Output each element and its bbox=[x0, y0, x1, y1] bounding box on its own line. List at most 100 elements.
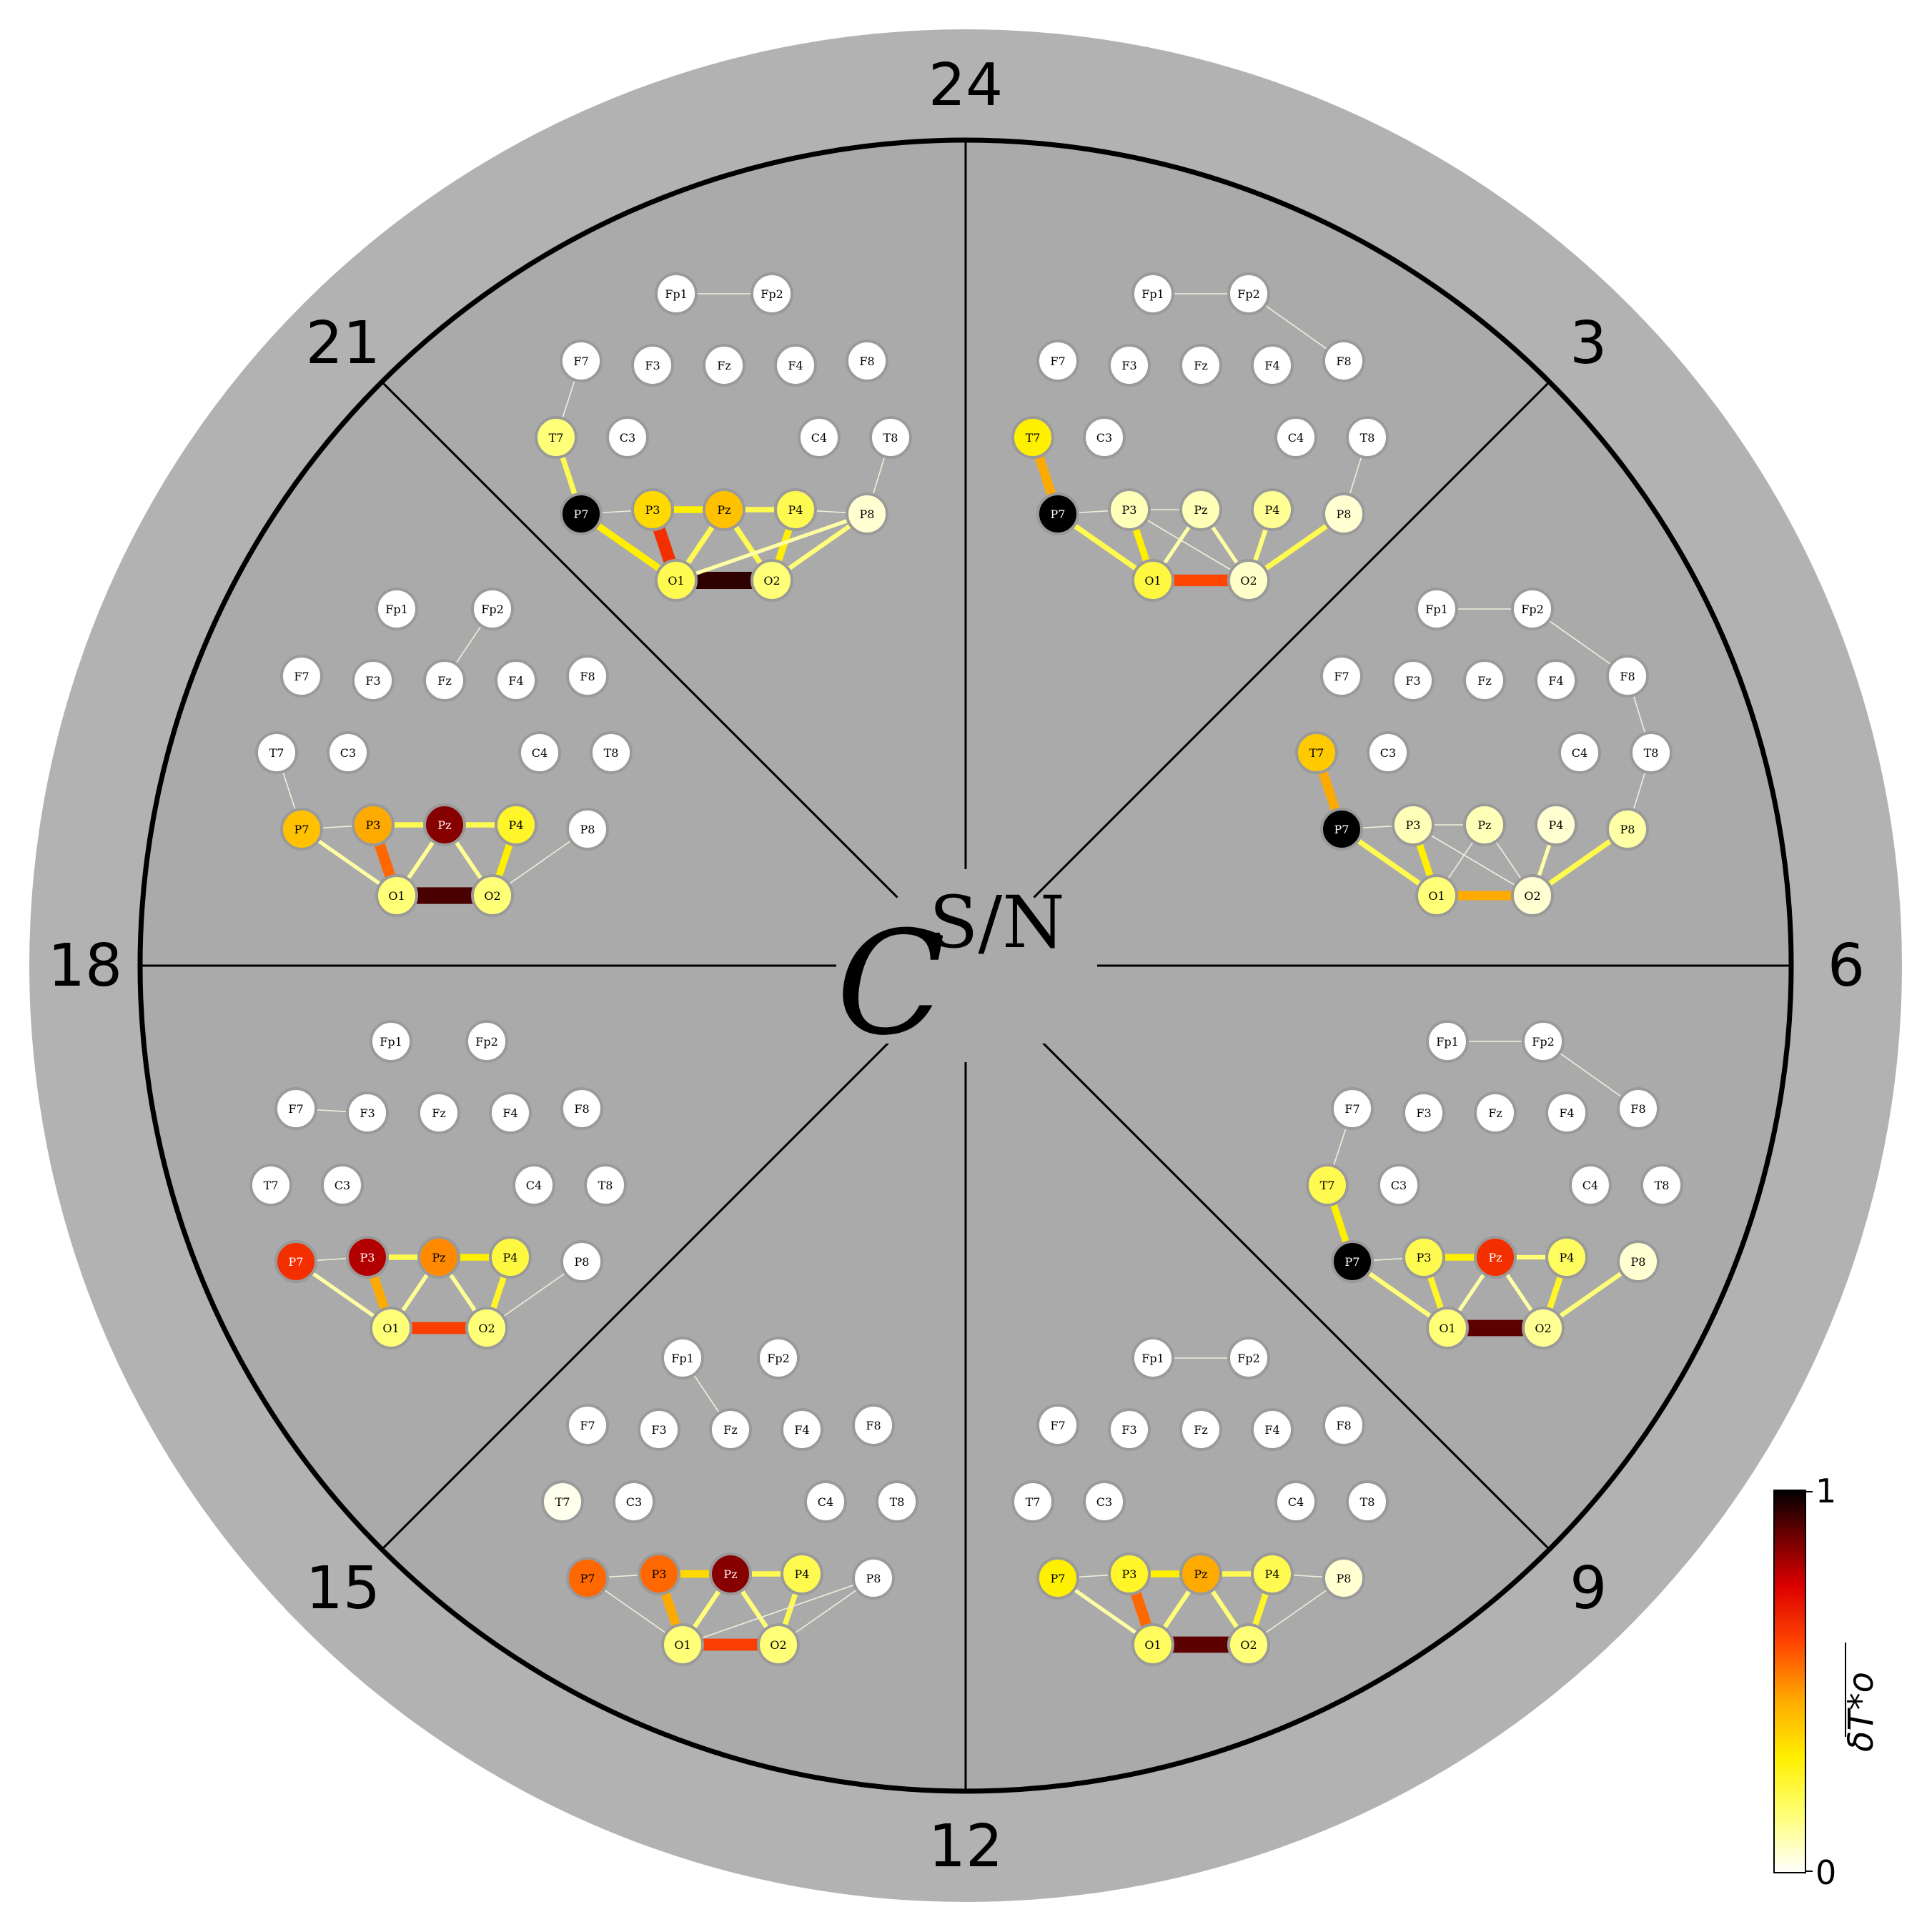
node-label-F8: F8 bbox=[580, 670, 595, 683]
node-label-T7: T7 bbox=[1026, 431, 1041, 445]
node-P4 bbox=[1545, 1236, 1588, 1279]
node-label-Fp2: Fp2 bbox=[1237, 1352, 1260, 1365]
node-Pz bbox=[1179, 488, 1222, 531]
node-label-P7: P7 bbox=[294, 823, 309, 836]
node-label-F8: F8 bbox=[1620, 670, 1635, 683]
node-label-F7: F7 bbox=[1050, 355, 1065, 368]
node-label-C4: C4 bbox=[1572, 746, 1587, 760]
node-P3 bbox=[1108, 488, 1151, 531]
node-F8 bbox=[566, 655, 609, 698]
edge-P8-O1 bbox=[682, 1577, 874, 1645]
node-label-P7: P7 bbox=[289, 1255, 304, 1269]
sector-divider bbox=[1033, 381, 1550, 898]
node-label-P8: P8 bbox=[580, 823, 595, 836]
node-label-P4: P4 bbox=[1560, 1251, 1575, 1264]
node-P8 bbox=[1606, 808, 1649, 851]
node-C4 bbox=[1569, 1164, 1612, 1207]
node-label-P7: P7 bbox=[1334, 823, 1349, 836]
node-label-F3: F3 bbox=[1121, 1423, 1136, 1437]
node-label-Fz: Fz bbox=[1488, 1106, 1502, 1120]
node-label-Fp1: Fp1 bbox=[665, 287, 688, 301]
node-T7 bbox=[1295, 731, 1338, 774]
node-label-C4: C4 bbox=[1288, 431, 1304, 445]
node-P8 bbox=[1322, 492, 1365, 535]
node-Fz bbox=[703, 344, 745, 387]
node-F4 bbox=[495, 659, 538, 702]
node-label-Fz: Fz bbox=[437, 674, 452, 688]
node-C3 bbox=[613, 1480, 655, 1523]
node-O1 bbox=[655, 559, 698, 602]
node-label-P4: P4 bbox=[795, 1567, 810, 1581]
sector-divider bbox=[381, 381, 898, 898]
node-label-Fp1: Fp1 bbox=[671, 1352, 694, 1365]
node-label-Fp1: Fp1 bbox=[385, 603, 408, 616]
hour-label: 6 bbox=[1828, 932, 1865, 1000]
node-label-F4: F4 bbox=[508, 674, 523, 688]
node-Fp1 bbox=[661, 1337, 704, 1379]
node-P7 bbox=[1320, 808, 1363, 851]
node-T8 bbox=[869, 416, 912, 459]
node-label-P3: P3 bbox=[652, 1567, 667, 1581]
node-label-C4: C4 bbox=[811, 431, 827, 445]
node-label-C3: C3 bbox=[1380, 746, 1396, 760]
node-label-O1: O1 bbox=[1439, 1322, 1455, 1335]
node-O2 bbox=[465, 1307, 508, 1349]
edge-P8-O1 bbox=[675, 512, 868, 583]
node-F4 bbox=[1535, 659, 1577, 702]
node-label-P4: P4 bbox=[1265, 503, 1280, 517]
edge-P3-O2 bbox=[1129, 509, 1249, 581]
node-F7 bbox=[1036, 340, 1079, 382]
node-C4 bbox=[1274, 1480, 1317, 1523]
node-F4 bbox=[1251, 1408, 1294, 1451]
node-F3 bbox=[1108, 1408, 1151, 1451]
sector-divider bbox=[1033, 1033, 1550, 1550]
node-label-P8: P8 bbox=[1337, 507, 1352, 521]
node-Fp2 bbox=[757, 1337, 800, 1379]
node-label-P3: P3 bbox=[1406, 818, 1421, 832]
node-label-T7: T7 bbox=[1026, 1495, 1041, 1509]
node-C4 bbox=[518, 731, 561, 774]
node-P4 bbox=[495, 803, 538, 846]
node-C3 bbox=[1083, 1480, 1126, 1523]
node-Pz bbox=[1463, 803, 1506, 846]
node-label-T7: T7 bbox=[549, 431, 564, 445]
node-label-F3: F3 bbox=[360, 1106, 375, 1120]
node-label-F3: F3 bbox=[651, 1423, 666, 1437]
node-C3 bbox=[1367, 731, 1410, 774]
node-label-F8: F8 bbox=[1630, 1102, 1645, 1116]
node-label-F3: F3 bbox=[1416, 1106, 1431, 1120]
node-O1 bbox=[375, 874, 418, 917]
title-script: C bbox=[836, 901, 946, 1067]
node-P7 bbox=[1036, 492, 1079, 535]
node-Fp1 bbox=[1131, 1337, 1174, 1379]
node-Pz bbox=[709, 1552, 752, 1595]
node-label-F4: F4 bbox=[1264, 1423, 1279, 1437]
node-P8 bbox=[1322, 1557, 1365, 1600]
node-Fz bbox=[709, 1408, 752, 1451]
node-label-F8: F8 bbox=[859, 355, 874, 368]
node-Fp1 bbox=[655, 272, 698, 315]
node-C4 bbox=[1558, 731, 1601, 774]
node-F3 bbox=[631, 344, 674, 387]
node-label-Pz: Pz bbox=[1194, 503, 1207, 517]
node-P7 bbox=[1036, 1557, 1079, 1600]
node-label-P3: P3 bbox=[1122, 503, 1137, 517]
node-label-P3: P3 bbox=[1417, 1251, 1432, 1264]
node-F8 bbox=[1617, 1087, 1660, 1130]
node-P7 bbox=[280, 808, 323, 851]
node-P4 bbox=[774, 488, 817, 531]
node-P3 bbox=[1402, 1236, 1445, 1279]
node-label-Pz: Pz bbox=[723, 1567, 737, 1581]
node-label-T7: T7 bbox=[264, 1179, 279, 1192]
node-label-T8: T8 bbox=[1360, 431, 1375, 445]
node-F7 bbox=[274, 1087, 317, 1130]
node-Fz bbox=[423, 659, 466, 702]
node-label-F3: F3 bbox=[645, 359, 660, 372]
node-T7 bbox=[1011, 1480, 1054, 1523]
node-label-Fp2: Fp2 bbox=[761, 287, 783, 301]
node-label-F7: F7 bbox=[288, 1102, 303, 1116]
title-superscript: S/N bbox=[929, 881, 1065, 964]
node-P3 bbox=[638, 1552, 680, 1595]
